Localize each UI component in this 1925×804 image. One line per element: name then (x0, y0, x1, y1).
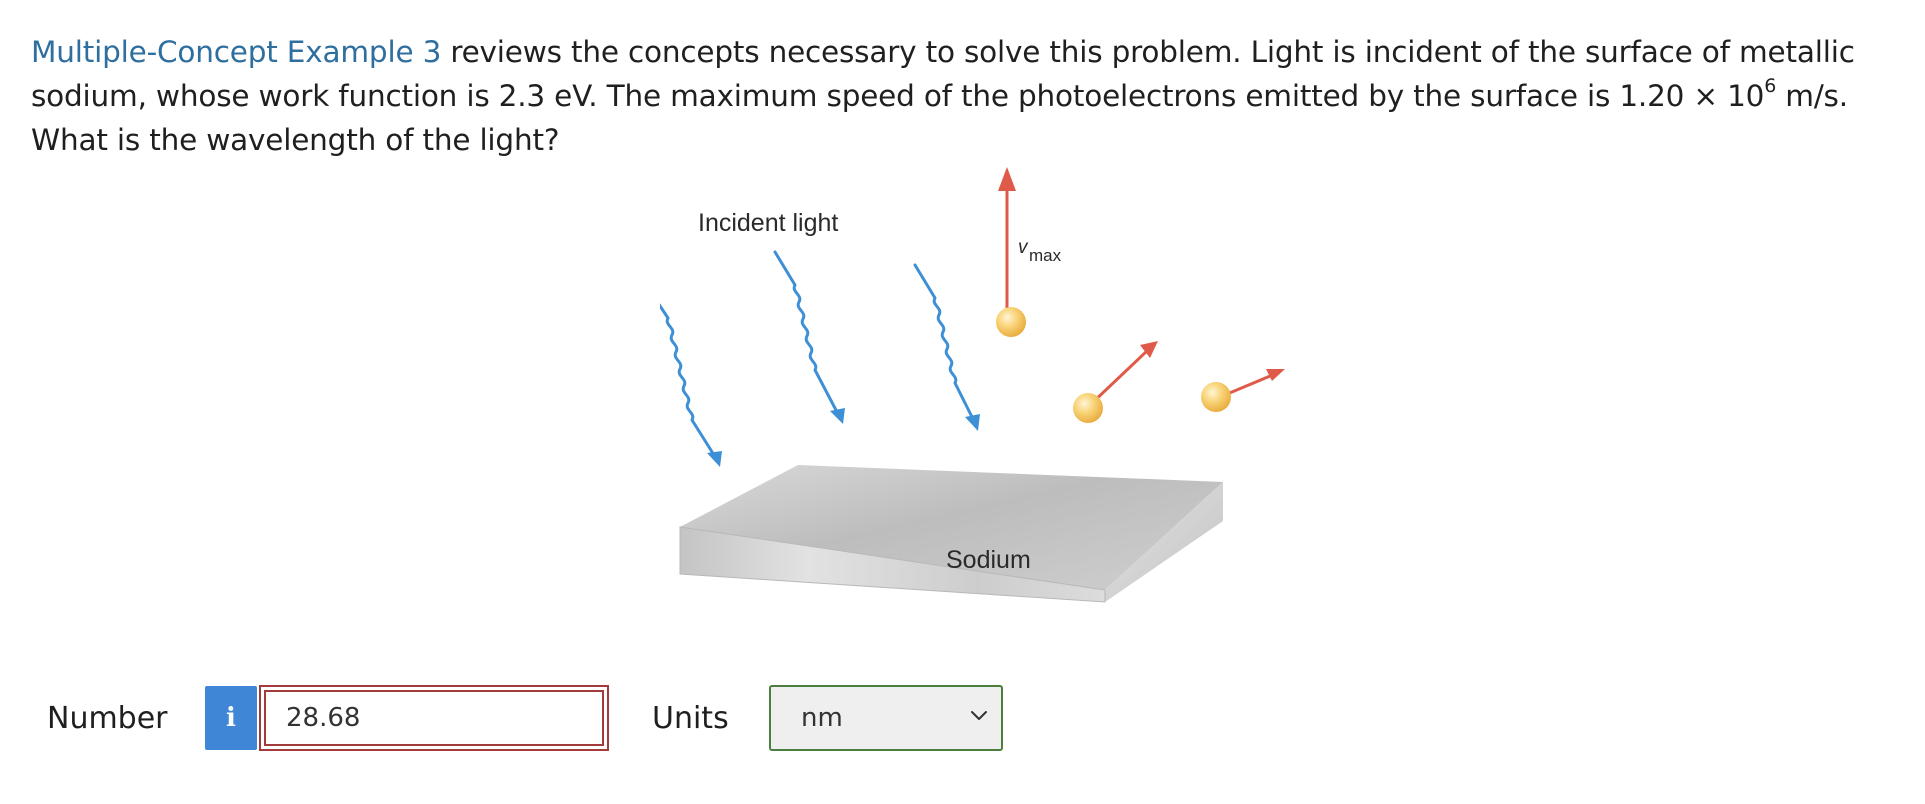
photoelectric-figure: Incident light v max Sodium (660, 165, 1300, 625)
question-body-2: m/s. What is the wavelength of the light… (31, 79, 1848, 157)
electron-1 (996, 167, 1026, 337)
question-text: Multiple-Concept Example 3 reviews the c… (31, 30, 1891, 162)
concept-example-link[interactable]: Multiple-Concept Example 3 (31, 35, 442, 69)
answer-row: Number i Units nm (0, 683, 1925, 751)
incident-light-wave-2 (773, 250, 845, 424)
number-label: Number (47, 701, 168, 736)
exponent: 6 (1764, 75, 1777, 98)
info-icon[interactable]: i (205, 686, 257, 750)
question-body-1: reviews the concepts necessary to solve … (31, 35, 1855, 113)
units-select[interactable]: nm (769, 685, 1003, 751)
incident-light-label: Incident light (698, 209, 838, 237)
incident-light-wave-3 (913, 263, 980, 431)
electron-2 (1073, 341, 1158, 423)
units-label: Units (652, 701, 729, 736)
vmax-label-v: v (1018, 237, 1029, 258)
vmax-label-sub: max (1029, 246, 1062, 265)
number-input-frame (259, 685, 609, 751)
chevron-down-icon (971, 711, 987, 720)
number-input[interactable] (264, 690, 604, 746)
sodium-slab (679, 465, 1223, 603)
sodium-label: Sodium (946, 546, 1031, 574)
photoelectric-diagram: Incident light v max Sodium (660, 167, 1285, 603)
electron-3 (1201, 369, 1285, 412)
incident-light-wave-1 (660, 303, 722, 467)
units-selected-value: nm (801, 703, 843, 733)
